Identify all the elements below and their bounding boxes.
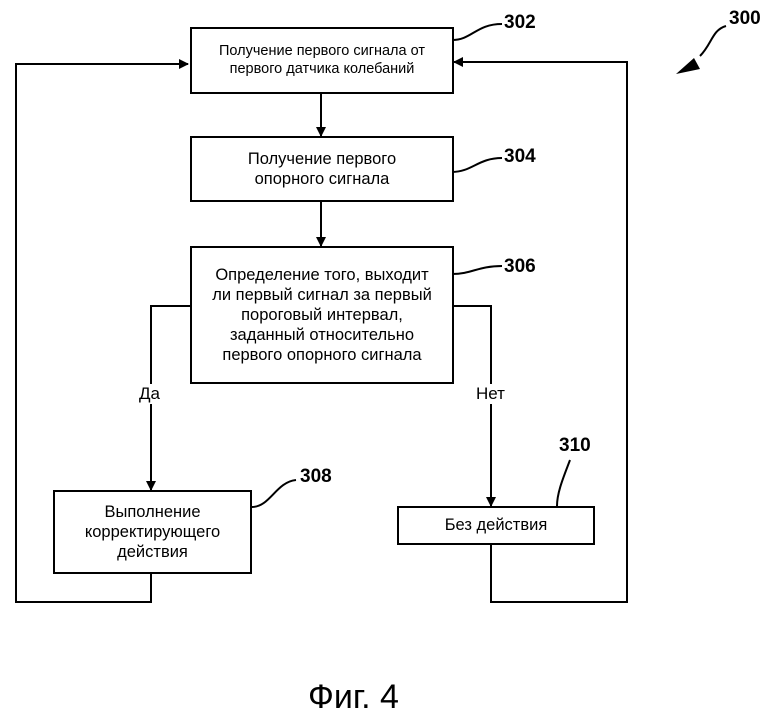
ref-306: 306 [504, 256, 536, 278]
leader-300 [700, 26, 726, 56]
step-304-box: Получение первого опорного сигнала [190, 136, 454, 202]
figure-number: 300 [729, 8, 761, 30]
branch-label-no: Нет [474, 384, 507, 404]
leader-306 [452, 266, 502, 274]
leader-304 [452, 158, 502, 172]
step-306-box: Определение того, выходит ли первый сигн… [190, 246, 454, 384]
step-310-box: Без действия [397, 506, 595, 545]
arrow-306-to-310-no [451, 306, 491, 506]
ref-302: 302 [504, 12, 536, 34]
leader-310 [557, 460, 570, 506]
ref-310: 310 [559, 435, 591, 457]
step-308-box: Выполнение корректирующего действия [53, 490, 252, 574]
step-302-box: Получение первого сигнала от первого дат… [190, 27, 454, 94]
leader-300-arrowhead [676, 58, 700, 74]
leader-302 [452, 24, 502, 40]
leader-308 [252, 480, 296, 507]
ref-308: 308 [300, 466, 332, 488]
ref-304: 304 [504, 146, 536, 168]
branch-label-yes: Да [137, 384, 162, 404]
figure-caption: Фиг. 4 [308, 678, 399, 717]
